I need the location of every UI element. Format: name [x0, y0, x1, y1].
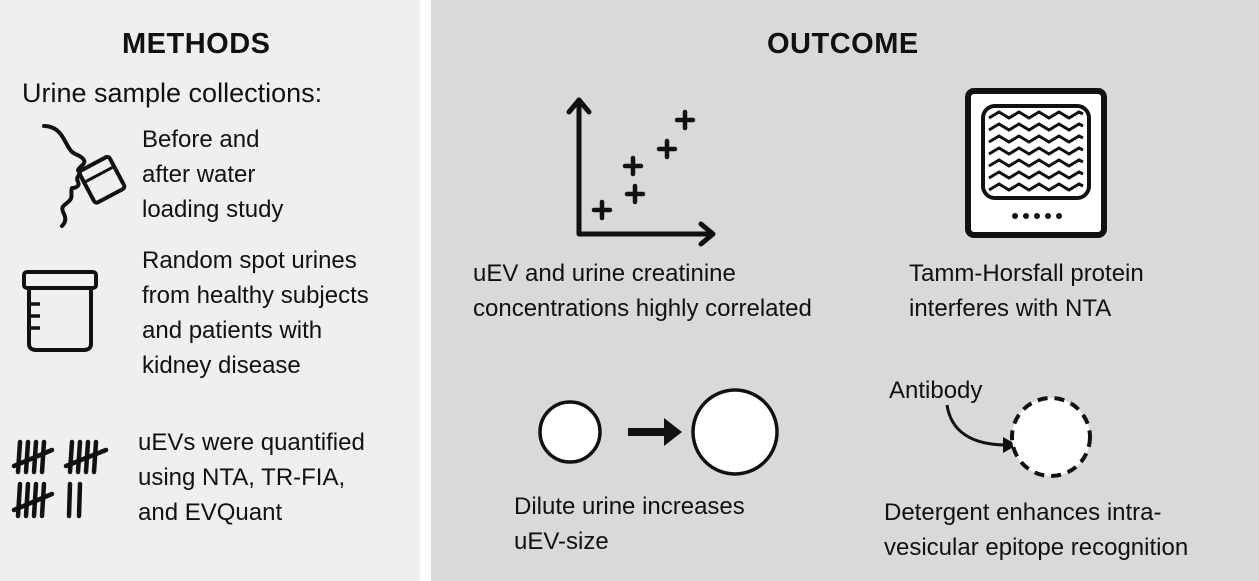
- methods-heading: METHODS: [122, 28, 271, 60]
- outcome-item-2-text: Tamm-Horsfall protein interferes with NT…: [909, 260, 1144, 322]
- outcome-item-4-text: Detergent enhances intra- vesicular epit…: [884, 499, 1189, 561]
- scatter-plot-icon: [566, 97, 716, 247]
- outcome-item-3-text: Dilute urine increases uEV-size: [514, 493, 745, 555]
- outcome-heading: OUTCOME: [767, 28, 919, 60]
- outcome-item-1-text: uEV and urine creatinine concentrations …: [473, 260, 812, 322]
- antibody-label: Antibody: [889, 377, 983, 404]
- size-increase-icon: [538, 388, 779, 476]
- urine-cup-icon: [22, 270, 98, 352]
- drinking-face-icon: [42, 124, 127, 228]
- methods-panel: METHODS Urine sample collections: Before…: [0, 0, 420, 581]
- methods-item-1-text: Before and after water loading study: [142, 126, 284, 223]
- monitor-icon: [965, 88, 1107, 238]
- tally-marks-icon: [11, 439, 109, 519]
- outcome-panel: OUTCOME uEV and urine creatinine concent…: [431, 0, 1259, 581]
- methods-item-2-text: Random spot urines from healthy subjects…: [142, 247, 369, 379]
- antibody-vesicle-icon: [945, 396, 1092, 478]
- methods-subheading: Urine sample collections:: [22, 78, 323, 108]
- methods-item-3-text: uEVs were quantified using NTA, TR-FIA, …: [138, 429, 365, 526]
